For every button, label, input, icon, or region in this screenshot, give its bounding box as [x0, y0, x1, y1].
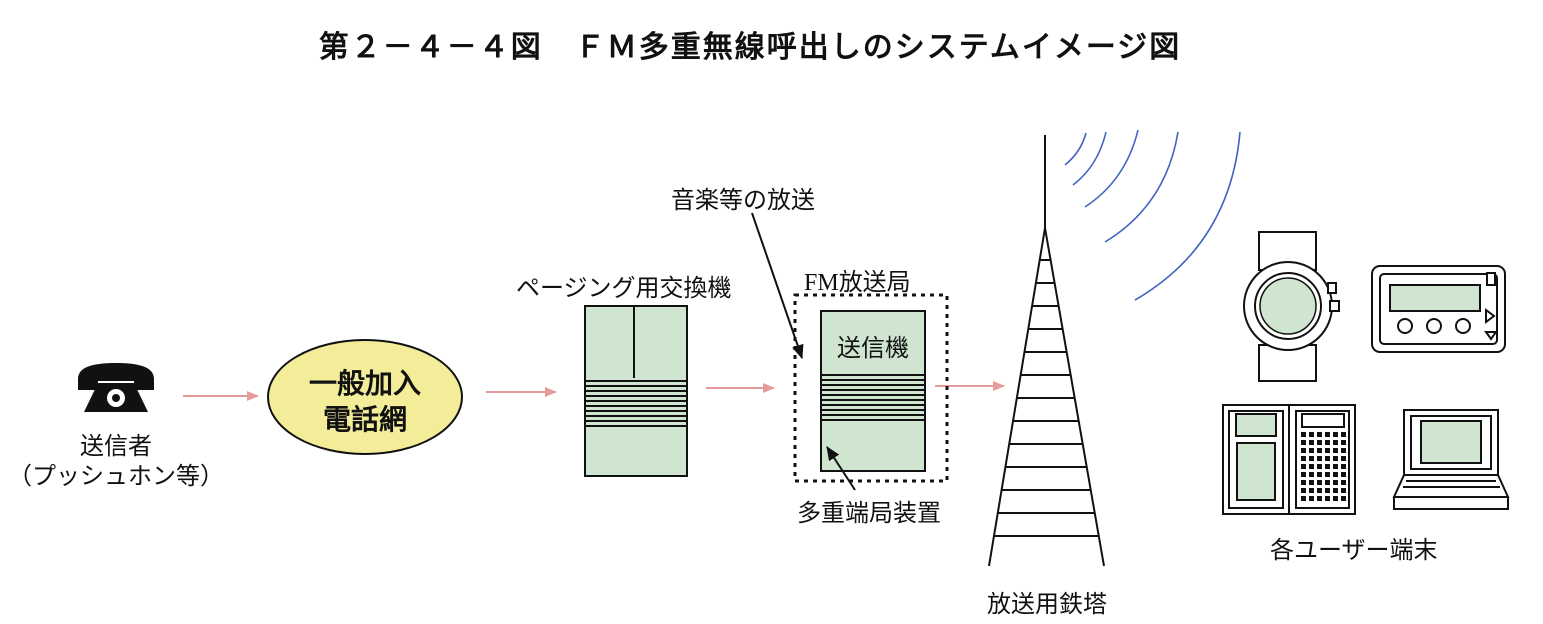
network-label-line2: 電話網 — [322, 403, 407, 436]
radio-waves-icon — [1064, 129, 1241, 301]
organizer-icon — [1222, 404, 1356, 515]
fm-station-outline — [793, 293, 949, 483]
transmitter-label: 送信機 — [837, 336, 909, 362]
music-broadcast-label: 音楽等の放送 — [671, 188, 815, 214]
pocket-pager-icon — [1371, 265, 1506, 353]
fm-station-label: FM放送局 — [804, 270, 911, 296]
broadcast-tower-label: 放送用鉄塔 — [987, 592, 1107, 618]
figure-title: 第２－４－４図 ＦＭ多重無線呼出しのシステムイメージ図 — [318, 30, 1182, 65]
network-label-line1: 一般加入 — [308, 367, 421, 400]
sender-sublabel: （プッシュホン等） — [8, 464, 224, 490]
multiplexer-callout-arrow — [826, 446, 856, 491]
sender-label: 送信者 — [80, 434, 152, 460]
telephone-icon — [78, 363, 154, 412]
music-callout-arrow — [751, 212, 804, 359]
paging-exchange-box — [584, 305, 688, 477]
paging-exchange-label: ページング用交換機 — [516, 276, 732, 302]
user-terminals-label: 各ユーザー端末 — [1270, 538, 1438, 564]
telephone-network-ellipse — [267, 339, 463, 455]
broadcast-tower-icon — [988, 135, 1105, 567]
laptop-icon — [1392, 409, 1510, 510]
wristwatch-pager-icon — [1243, 231, 1340, 382]
multiplexer-label: 多重端局装置 — [797, 501, 941, 527]
transmitter-box — [820, 310, 926, 472]
